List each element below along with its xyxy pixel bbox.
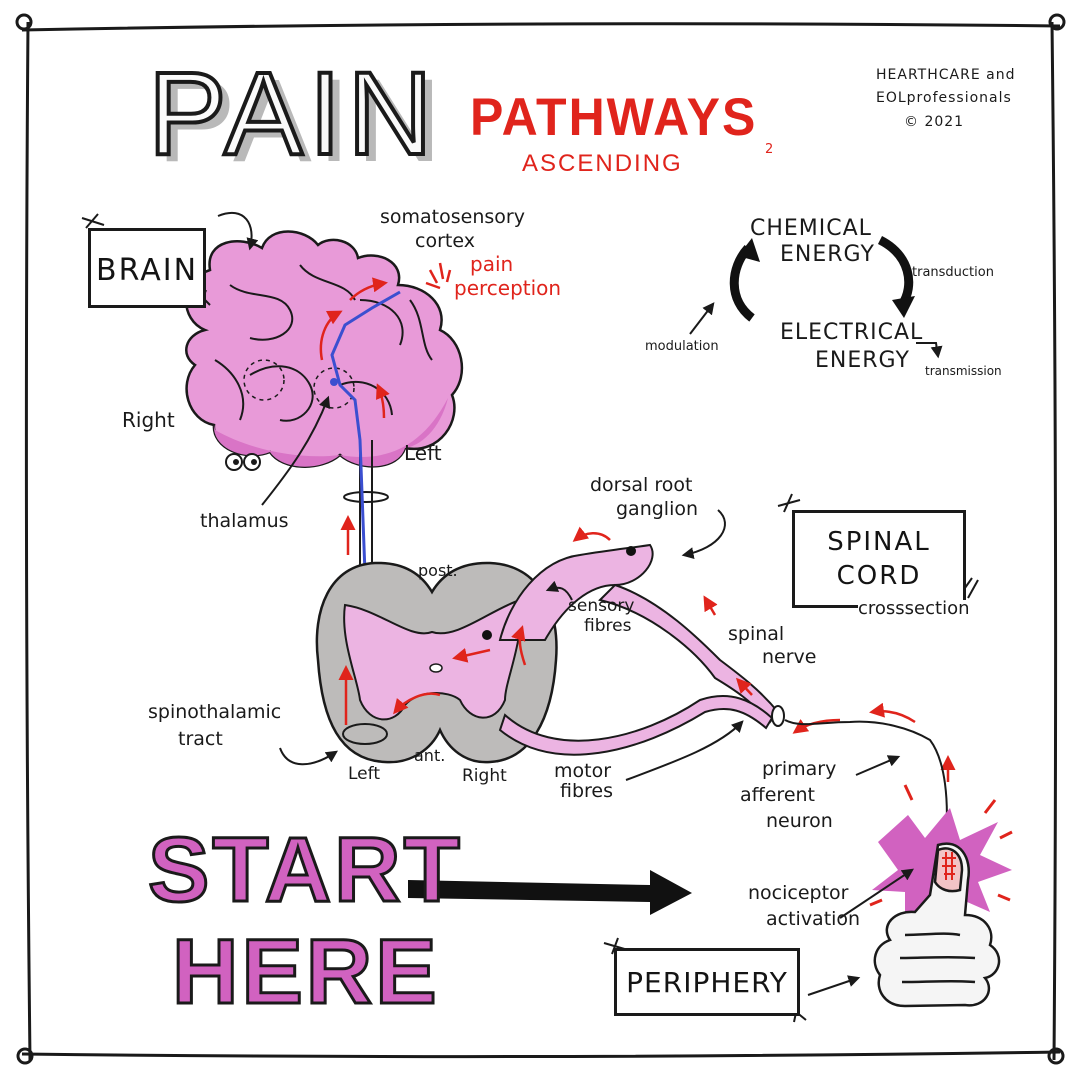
posterior-label: post.: [418, 561, 458, 580]
spinothalamic-line1: spinothalamic: [148, 701, 282, 723]
electrical-energy-line2: ENERGY: [815, 348, 910, 373]
here-label: HERE: [171, 920, 440, 1025]
thalamus-label: thalamus: [200, 510, 289, 532]
cortex-label-line1: somatosensory: [380, 206, 525, 228]
motor-fibres-line1: motor: [554, 760, 612, 782]
electrical-energy-line1: ELECTRICAL: [780, 320, 924, 345]
anterior-label: ant.: [414, 746, 446, 765]
brain-illustration: [184, 230, 464, 570]
title-pathways: PATHWAYS: [470, 87, 758, 147]
transmission-label: transmission: [925, 364, 1002, 378]
spinal-cord-caption: crosssection: [858, 598, 970, 619]
spinothalamic-line2: tract: [178, 728, 223, 750]
poster-frame: [15, 13, 1066, 1065]
title-number: 2: [765, 142, 774, 157]
periphery-label: PERIPHERY: [626, 966, 788, 999]
spinal-nerve-line1: spinal: [728, 623, 785, 645]
primary-afferent-line2: afferent: [740, 784, 815, 806]
brain-shape: [184, 230, 464, 468]
brain-left-label: Left: [404, 441, 442, 465]
modulation-label: modulation: [645, 339, 719, 354]
brain-right-label: Right: [122, 408, 175, 432]
title-main: PAIN: [146, 48, 439, 180]
pain-perception-line2: perception: [454, 276, 562, 300]
cord-left-label: Left: [348, 764, 380, 784]
sensory-fibres-line1: sensory: [568, 596, 635, 616]
dorsal-root-line1: dorsal root: [590, 474, 693, 496]
pain-perception-line1: pain: [470, 252, 514, 276]
spinothalamic-tract-line: [330, 290, 401, 736]
credit-line-2: EOLprofessionals: [876, 90, 1012, 106]
periphery-section-box: PERIPHERY: [614, 948, 800, 1016]
cortex-label-line2: cortex: [415, 230, 475, 252]
cord-right-label: Right: [462, 766, 507, 786]
spinal-cord-label-line2: CORD: [836, 561, 922, 591]
brain-section-box: BRAIN: [88, 228, 206, 308]
spinal-nerve-line2: nerve: [762, 646, 817, 668]
start-label: START: [147, 818, 463, 923]
motor-fibres-line2: fibres: [560, 780, 614, 802]
chemical-energy-line1: CHEMICAL: [750, 216, 872, 241]
spinal-cord-section-box: SPINAL CORD: [792, 510, 966, 608]
brain-section-label: BRAIN: [95, 253, 199, 288]
spinal-cord-cross-section: [315, 543, 785, 764]
nociceptor-line1: nociceptor: [748, 882, 849, 904]
credit-line-1: HEARTHCARE and: [876, 67, 1016, 83]
sensory-fibres-line2: fibres: [584, 616, 632, 636]
dorsal-root-line2: ganglion: [616, 498, 699, 520]
transduction-label: transduction: [912, 265, 994, 280]
title-direction: ASCENDING: [522, 150, 683, 177]
chemical-energy-line2: ENERGY: [780, 242, 875, 267]
nociceptor-line2: activation: [766, 908, 861, 930]
credit-line-3: © 2021: [904, 114, 965, 130]
primary-afferent-line3: neuron: [766, 810, 833, 832]
spinal-cord-label-line1: SPINAL: [827, 527, 931, 557]
primary-afferent-line1: primary: [762, 758, 837, 780]
thumbs-up-hand: [873, 842, 1001, 1008]
